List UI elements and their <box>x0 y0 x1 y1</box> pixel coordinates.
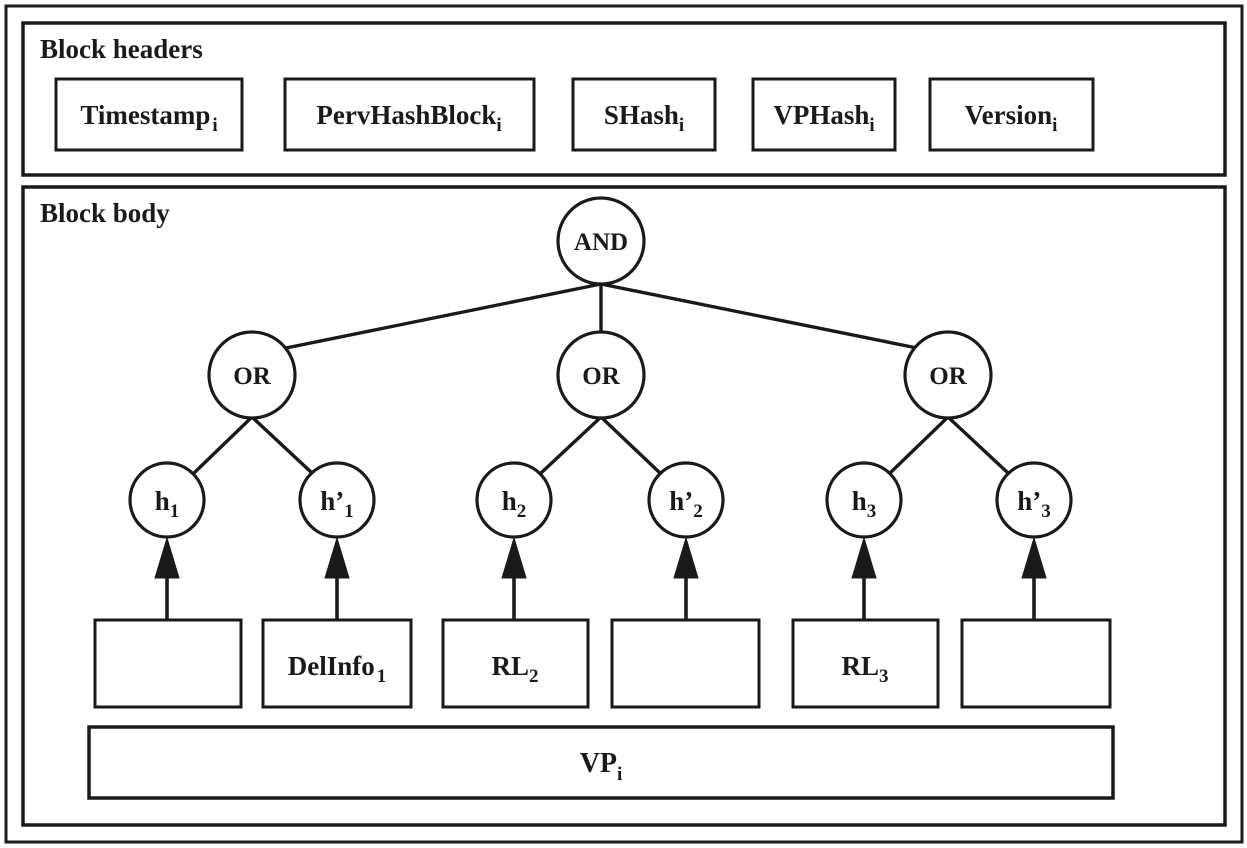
header-box-version-label: Versioni <box>965 100 1058 136</box>
node-hash-h1-prime-label: h’1 <box>320 486 354 522</box>
data-box-4-empty <box>610 618 761 709</box>
data-box-1-empty <box>93 618 243 709</box>
vp-bar <box>87 725 1115 800</box>
node-hash-h2-prime-label: h’2 <box>669 486 703 522</box>
header-box-vphash-label: VPHashi <box>773 100 874 136</box>
node-hash-h2-label: h2 <box>502 486 527 522</box>
edge-or-middle-to-h2 <box>539 415 603 475</box>
node-hash-h1-label: h1 <box>155 486 180 522</box>
arrow-head-box2-to-h1-prime <box>324 536 350 579</box>
edge-or-left-to-h1-prime <box>250 415 314 475</box>
block-body-label: Block body <box>40 198 170 228</box>
node-or-middle-label: OR <box>582 363 620 390</box>
header-box-pervhashblock <box>283 77 536 152</box>
node-or-right-label: OR <box>929 363 967 390</box>
node-or-right <box>903 330 993 420</box>
node-or-left <box>207 330 297 420</box>
node-or-left-label: OR <box>233 363 271 390</box>
data-box-3-rl2 <box>441 618 590 709</box>
data-box-3-label: RL2 <box>491 651 538 687</box>
data-box-5-rl3 <box>791 618 940 709</box>
header-box-pervhashblock-label: PervHashBlocki <box>316 100 501 136</box>
node-and-label: AND <box>574 229 628 256</box>
edge-or-right-to-h3 <box>888 415 950 475</box>
edge-or-left-to-h1 <box>192 415 254 475</box>
node-hash-h3-prime-label: h’3 <box>1017 486 1051 522</box>
edge-or-right-to-h3-prime <box>946 415 1010 475</box>
header-box-vphash <box>751 77 897 152</box>
header-box-timestamp <box>54 77 244 152</box>
arrow-head-box3-to-h2 <box>501 536 527 579</box>
node-or-middle <box>556 330 646 420</box>
edge-and-to-or-right <box>600 282 918 350</box>
vp-bar-label: VPi <box>580 748 623 785</box>
node-and <box>556 196 646 286</box>
edge-or-middle-to-h2-prime <box>599 415 662 475</box>
data-box-6-empty <box>960 618 1112 709</box>
header-box-shash <box>571 77 717 152</box>
header-box-version <box>928 77 1095 152</box>
block-headers-label: Block headers <box>40 34 203 64</box>
arrow-head-box4-to-h2-prime <box>673 536 699 579</box>
edge-and-to-or-left <box>285 282 602 350</box>
arrow-head-box5-to-h3 <box>851 536 877 579</box>
node-hash-h3-label: h3 <box>852 486 877 522</box>
data-box-5-label: RL3 <box>841 651 888 687</box>
arrow-head-box1-to-h1 <box>154 536 180 579</box>
data-box-2-delinfo <box>261 618 413 709</box>
arrow-head-box6-to-h3-prime <box>1021 536 1047 579</box>
header-box-shash-label: SHashi <box>604 100 684 136</box>
